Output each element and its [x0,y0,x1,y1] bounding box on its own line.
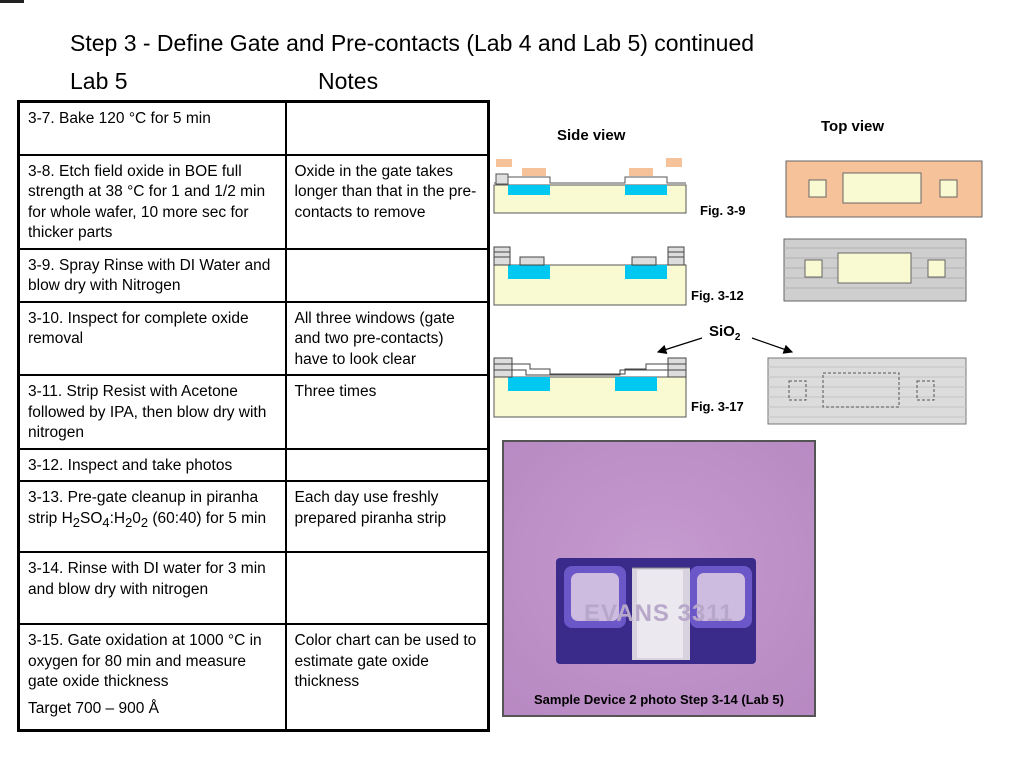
table-row: 3-15. Gate oxidation at 1000 °C in oxyge… [17,623,490,732]
process-steps-table: 3-7. Bake 120 °C for 5 min 3-8. Etch fie… [17,100,490,732]
table-row: 3-14. Rinse with DI water for 3 min and … [17,551,490,625]
device-photo-drawing [504,442,814,715]
sio2-text: SiO [709,323,735,340]
subscript: 2 [125,514,133,530]
step-cell: 3-14. Rinse with DI water for 3 min and … [17,551,287,625]
photo-watermark: EVANS 3311 [584,600,734,627]
note-cell: All three windows (gate and two pre-cont… [284,300,490,376]
sio2-label: SiO2 [709,323,740,343]
note-cell: Color chart can be used to estimate gate… [284,623,490,732]
step-text: 0 [132,509,141,527]
photo-caption: Sample Device 2 photo Step 3-14 (Lab 5) [534,692,784,707]
table-row: 3-8. Etch field oxide in BOE full streng… [17,153,490,250]
sio2-arrows [656,337,794,355]
note-cell [284,100,490,156]
corner-mark [0,0,24,3]
page-title: Step 3 - Define Gate and Pre-contacts (L… [70,30,755,56]
note-cell: Three times [284,374,490,450]
note-cell: Each day use freshly prepared piranha st… [284,480,490,553]
column-heading-notes: Notes [318,68,379,94]
step-text: SO [79,509,103,527]
side-view-label: Side view [557,127,626,144]
step-cell: 3-7. Bake 120 °C for 5 min [17,100,287,156]
top-view-fig-3-12 [783,238,967,302]
device-photo: EVANS 3311 Sample Device 2 photo Step 3-… [502,440,816,717]
note-cell [284,551,490,625]
subscript: 4 [102,514,110,530]
side-view-fig-3-12 [493,246,687,306]
top-view-fig-3-9 [785,160,983,218]
top-view-label: Top view [821,118,885,135]
table-row: 3-13. Pre-gate cleanup in piranha strip … [17,480,490,553]
subscript: 2 [72,514,80,530]
step-cell: 3-13. Pre-gate cleanup in piranha strip … [17,480,287,553]
table-row: 3-11. Strip Resist with Acetone followed… [17,374,490,450]
step-text: (60:40) for 5 min [148,509,267,527]
note-cell: Oxide in the gate takes longer than that… [284,153,490,250]
fig-label-3-9: Fig. 3-9 [700,203,746,218]
step-cell: 3-8. Etch field oxide in BOE full streng… [17,153,287,250]
sio2-subscript: 2 [734,332,741,343]
step-text: 3-13. Pre-gate cleanup in piranha strip … [28,489,259,527]
step-cell: 3-11. Strip Resist with Acetone followed… [17,374,287,450]
step-text: :H [109,509,126,527]
table-row: 3-7. Bake 120 °C for 5 min [17,100,490,156]
side-view-fig-3-9 [493,158,687,214]
table-row: 3-12. Inspect and take photos [17,447,490,482]
step-text: 3-15. Gate oxidation at 1000 °C in oxyge… [28,632,262,690]
fig-label-3-12: Fig. 3-12 [691,288,744,303]
note-cell [284,447,490,482]
step-cell: 3-9. Spray Rinse with DI Water and blow … [17,247,287,303]
side-view-fig-3-17 [493,357,687,418]
subscript: 2 [140,514,149,530]
target-thickness: Target 700 – 900 Å [28,699,159,717]
note-cell [284,247,490,303]
table-row: 3-9. Spray Rinse with DI Water and blow … [17,247,490,303]
top-view-fig-3-17 [767,357,967,425]
table-row: 3-10. Inspect for complete oxide removal… [17,300,490,376]
column-heading-lab: Lab 5 [70,68,128,94]
step-cell: 3-12. Inspect and take photos [17,447,287,482]
step-cell: 3-15. Gate oxidation at 1000 °C in oxyge… [17,623,287,732]
step-cell: 3-10. Inspect for complete oxide removal [17,300,287,376]
fig-label-3-17: Fig. 3-17 [691,399,744,414]
